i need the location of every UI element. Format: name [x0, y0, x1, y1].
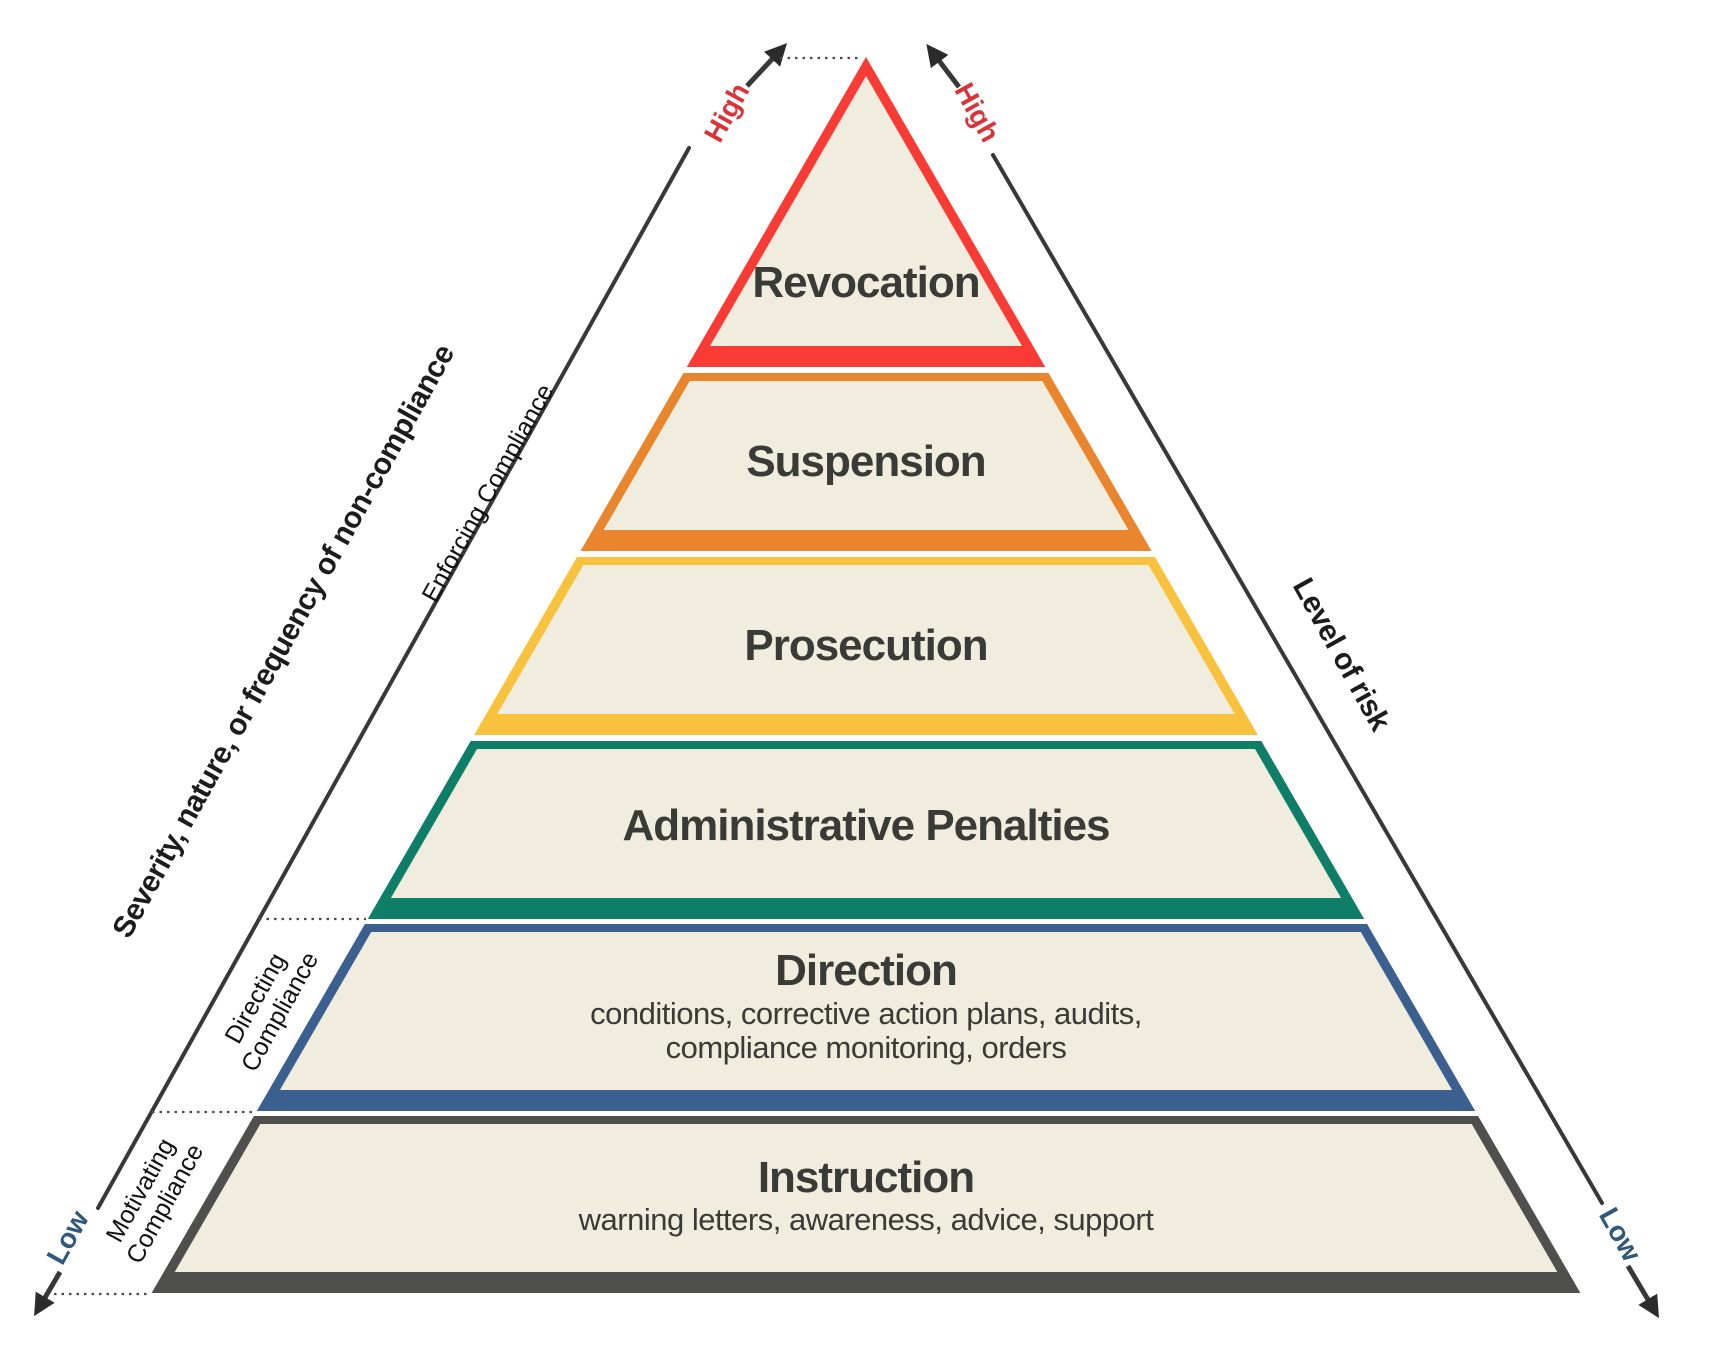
layer-title-revocation: Revocation	[752, 258, 979, 307]
right-axis-line	[991, 153, 1604, 1205]
layer-prosecution-fill	[497, 565, 1235, 714]
zone-label-enforcing-compliance: Enforcing Compliance	[416, 379, 559, 606]
layer-admin-penalties-fill	[390, 749, 1342, 898]
layer-title-prosecution: Prosecution	[744, 621, 987, 670]
high-label-right: High	[949, 78, 1006, 147]
layer-title-admin-penalties: Administrative Penalties	[622, 801, 1109, 850]
layer-title-instruction: Instruction	[758, 1153, 974, 1202]
layer-instruction-fill	[174, 1124, 1558, 1272]
left-axis-high-arrow-icon	[745, 43, 788, 88]
pyramid-layers	[151, 57, 1581, 1293]
pyramid-labels: Revocation Suspension Prosecution Admini…	[578, 258, 1155, 1237]
direction-subtext-line-1: conditions, corrective action plans, aud…	[590, 996, 1142, 1031]
layer-title-suspension: Suspension	[746, 437, 985, 486]
instruction-subtext-line-1: warning letters, awareness, advice, supp…	[578, 1202, 1155, 1237]
left-axis-line	[96, 146, 691, 1210]
right-axis-title: Level of risk	[1286, 573, 1397, 737]
low-label-left: Low	[41, 1205, 95, 1269]
right-axis-low-arrow-icon	[1625, 1264, 1659, 1319]
layer-title-direction: Direction	[775, 946, 957, 995]
layer-direction-fill	[279, 932, 1453, 1090]
right-axis-high-arrow-icon	[926, 43, 961, 89]
left-axis-low-arrow-icon	[34, 1270, 63, 1317]
layer-revocation-fill	[710, 76, 1022, 346]
low-label-right: Low	[1593, 1202, 1647, 1266]
direction-subtext-line-2: compliance monitoring, orders	[666, 1030, 1067, 1065]
layer-suspension-fill	[603, 381, 1129, 530]
high-label-left: High	[698, 78, 755, 147]
